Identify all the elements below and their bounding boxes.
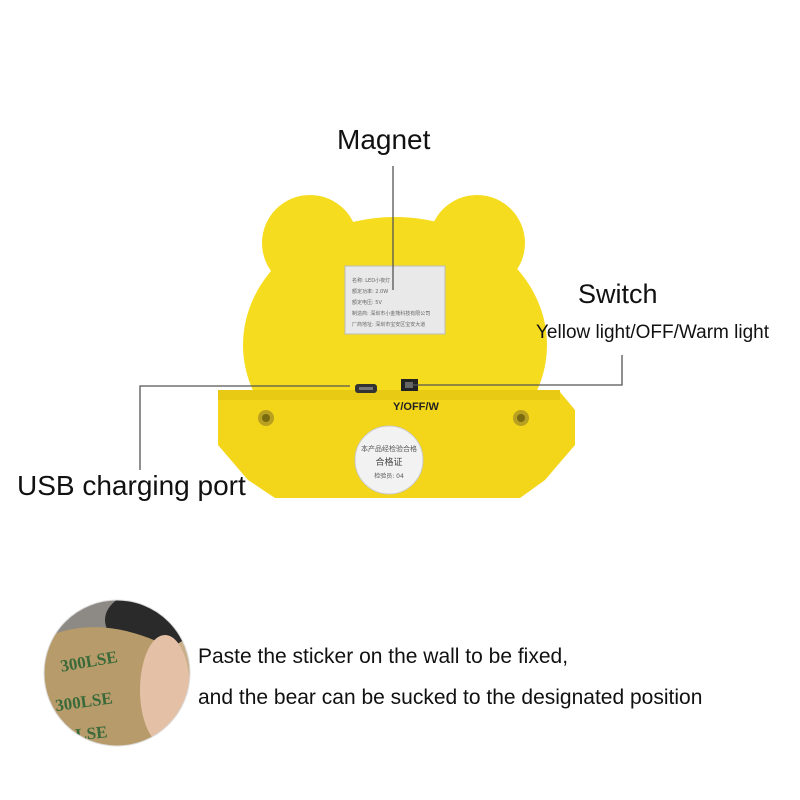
spec-label-line: 制造商: 深圳市小金熊科技有限公司 <box>352 310 430 317</box>
sticker-caption-line1: Paste the sticker on the wall to be fixe… <box>198 645 569 668</box>
sticker-caption-line2: and the bear can be sucked to the design… <box>198 686 703 709</box>
qc-sticker <box>354 425 424 495</box>
sticker-photo: 300LSE 300LSE 300LSE <box>44 600 190 746</box>
switch-marking: Y/OFF/W <box>393 401 439 413</box>
spec-label <box>344 265 446 335</box>
switch-callout: Switch <box>578 279 658 309</box>
spec-label-line: 名称: LED小夜灯 <box>352 277 390 284</box>
usb-leader-line <box>139 385 350 470</box>
switch-modes-callout: Yellow light/OFF/Warm light <box>536 322 769 343</box>
spec-label-line: 额定电压: 5V <box>352 299 382 306</box>
svg-text:合格证: 合格证 <box>375 456 402 468</box>
svg-text:本产品经检验合格: 本产品经检验合格 <box>361 444 417 453</box>
svg-text:检验员: 04: 检验员: 04 <box>374 472 404 480</box>
switch-leader-line <box>412 355 623 386</box>
magnet-callout: Magnet <box>337 124 431 155</box>
spec-label-line: 厂商地址: 深圳市宝安区宝安大道 <box>352 321 425 328</box>
usb-port-callout: USB charging port <box>17 470 246 501</box>
spec-label-line: 额定功率: 2.0W <box>352 288 388 295</box>
